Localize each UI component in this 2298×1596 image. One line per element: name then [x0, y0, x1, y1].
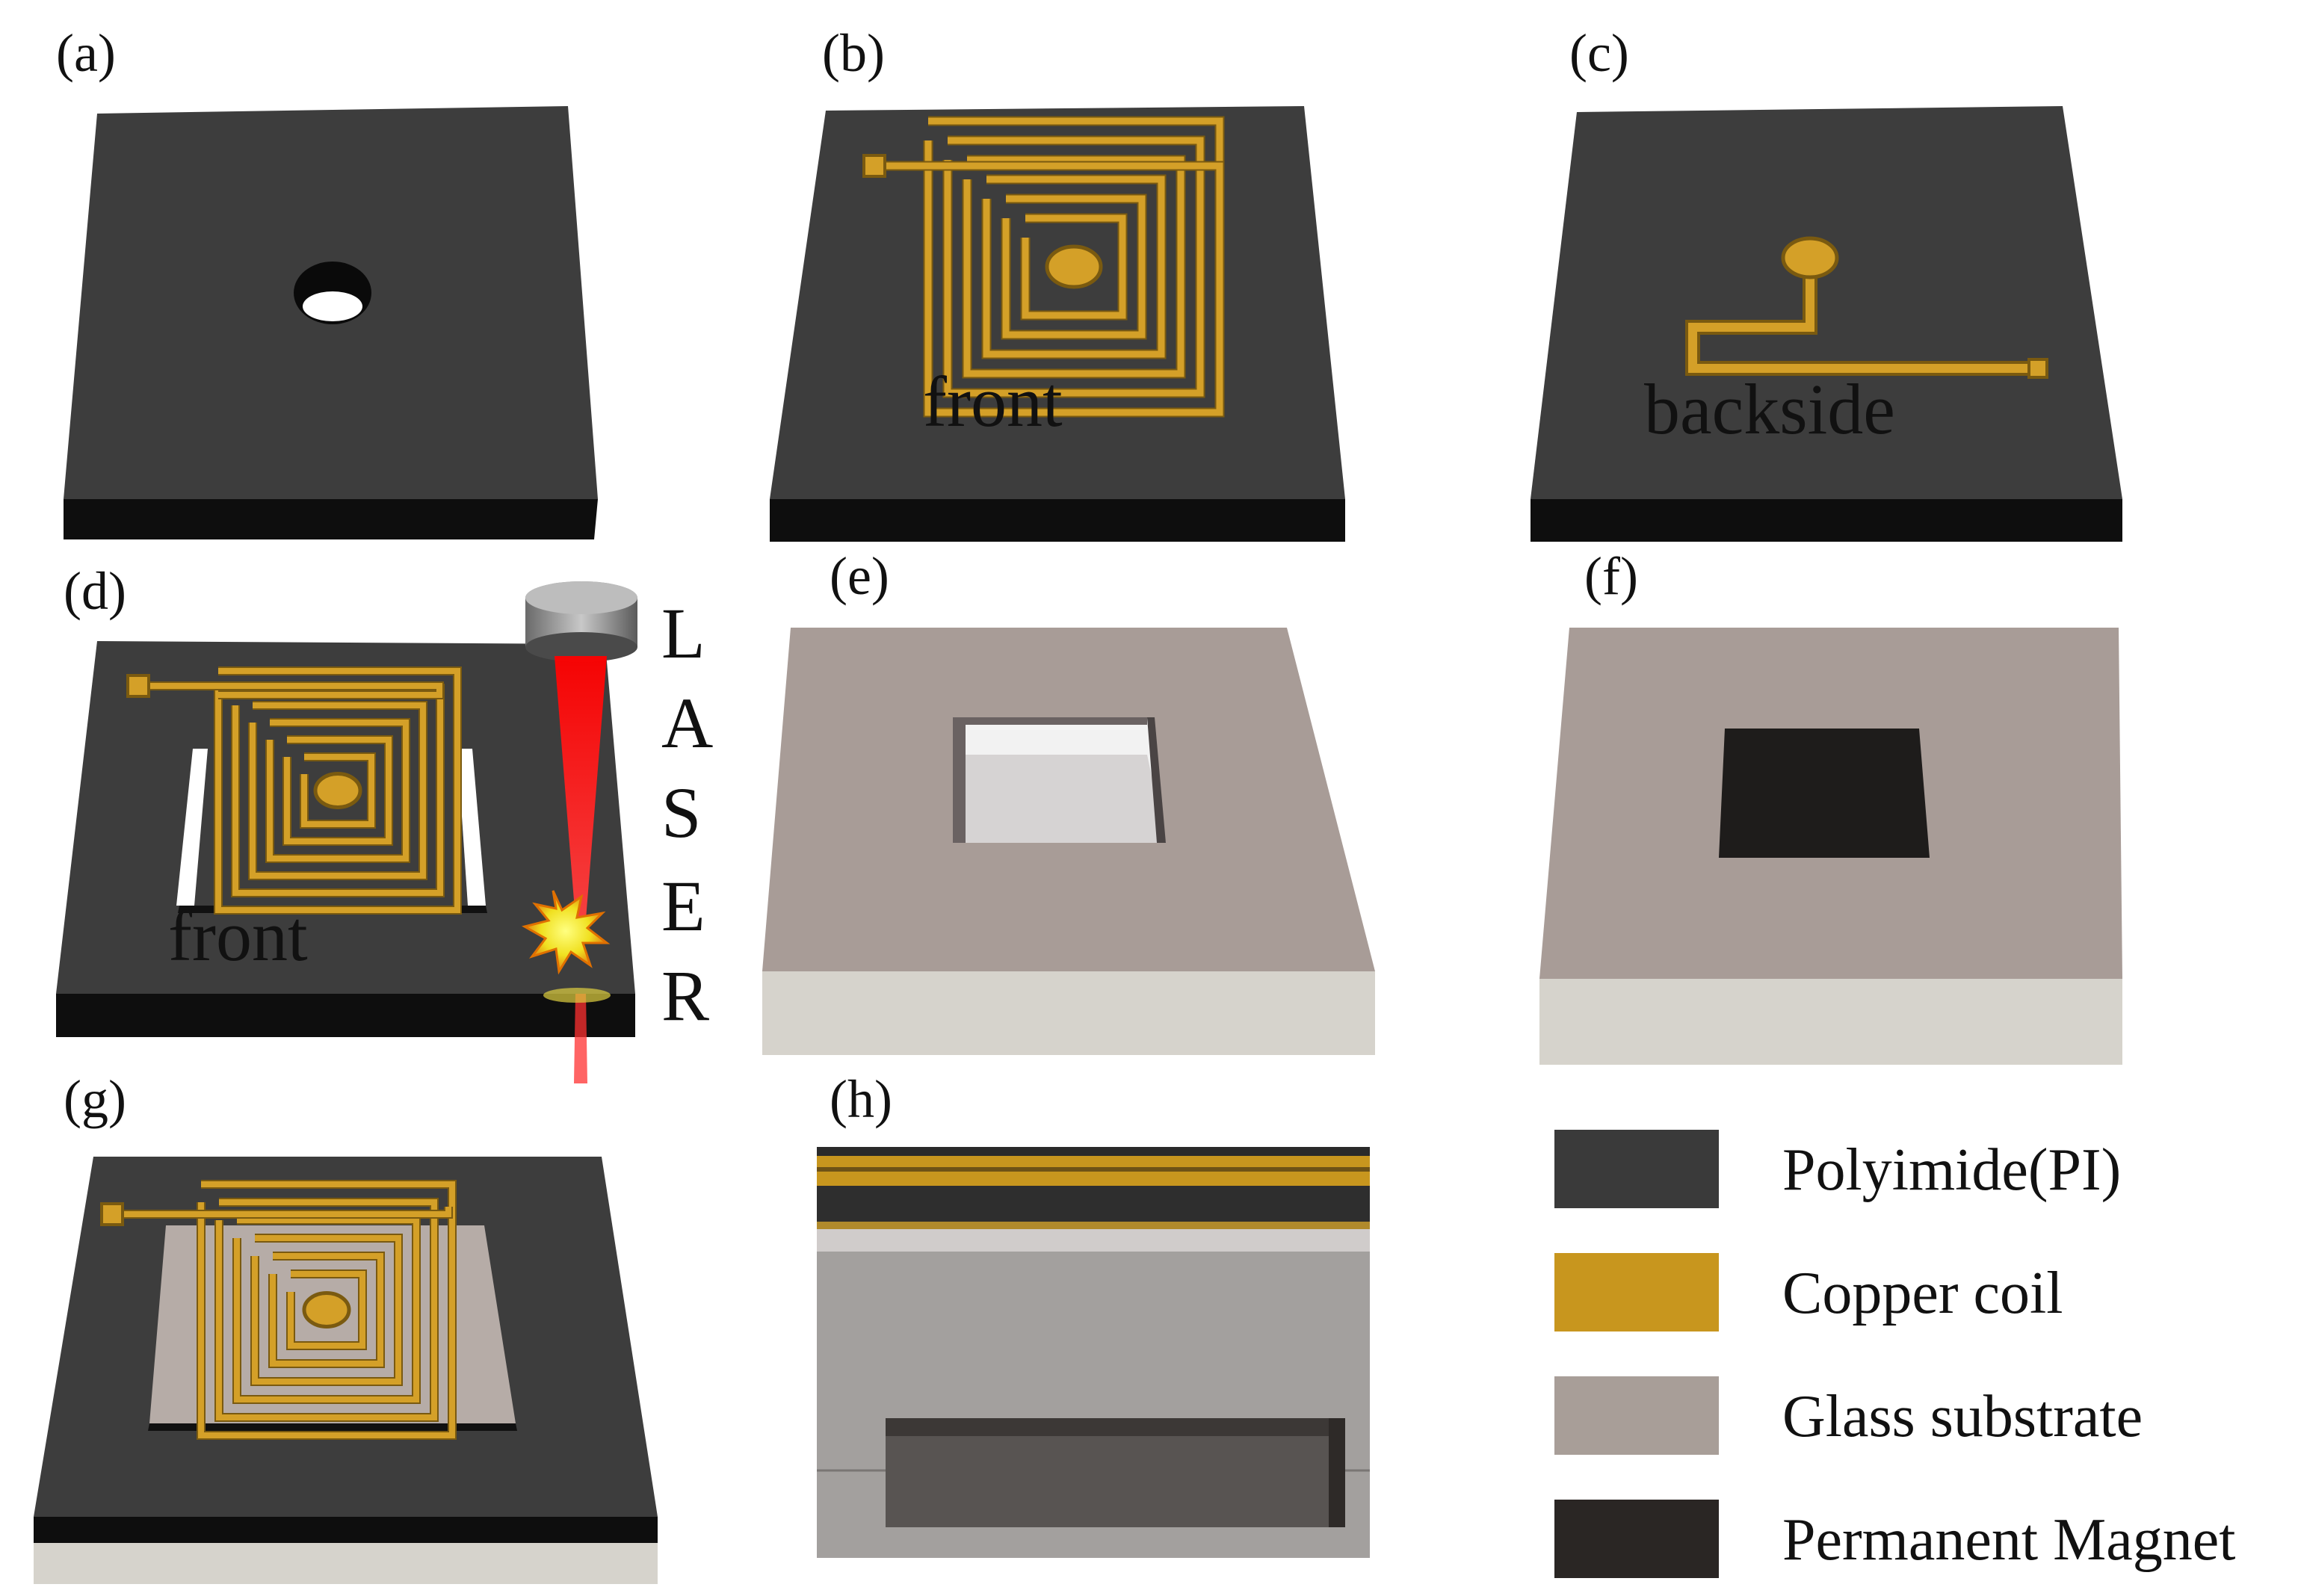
cross-section-copper-bottom [817, 1222, 1370, 1229]
coil-center-pad [313, 772, 362, 809]
coil-center-pad [1045, 244, 1103, 289]
laser-letter-a: A [661, 683, 713, 763]
laser-letter-e: E [661, 866, 705, 946]
side-label-front: front [168, 896, 308, 976]
pi-substrate-top [1531, 106, 2122, 499]
coil-turn [288, 1271, 365, 1349]
via-hole-light [303, 291, 362, 321]
coil-terminal-pad [100, 1202, 124, 1226]
side-label-front: front [923, 362, 1063, 442]
legend-swatch [1554, 1500, 1719, 1578]
backside-trace [1685, 236, 2048, 379]
panel-h-label: (h) [830, 1069, 892, 1129]
coil-turn [198, 1181, 455, 1438]
legend-label: Polyimide(PI) [1782, 1137, 2121, 1203]
panel-e: (e) [762, 546, 1375, 1055]
panel-b-label: (b) [822, 23, 885, 83]
pi-substrate-side [64, 499, 598, 539]
coil-turn [267, 720, 409, 862]
backside-terminal [2027, 358, 2048, 379]
coil-turn [1022, 214, 1126, 319]
cut-slot-left [176, 749, 208, 906]
cross-section-glass-top-band [817, 1229, 1370, 1252]
panel-d-label: (d) [64, 561, 126, 621]
coil-turn [270, 1253, 383, 1367]
side-label-backside: backside [1644, 369, 1895, 449]
coil-lead [874, 162, 1223, 179]
pi-substrate-side [770, 499, 1345, 542]
panel-c: (c) backside [1531, 23, 2122, 542]
coil-turn [944, 137, 1204, 397]
panel-a: (a) [56, 23, 598, 539]
laser-letter-r: R [661, 956, 709, 1036]
coil-lead [112, 1207, 451, 1217]
cross-section-copper-line [817, 1167, 1370, 1172]
panel-h: (h) [817, 1069, 1370, 1558]
copper-coil [126, 666, 462, 915]
laser-beam-lower [574, 994, 587, 1083]
glass-cavity [953, 717, 1166, 843]
pi-substrate-side [34, 1517, 658, 1543]
coil-terminal-pad [862, 154, 886, 178]
coil-turn [963, 156, 1184, 377]
coil-turn [252, 1235, 401, 1385]
coil-center-pad [302, 1291, 351, 1329]
panel-c-label: (c) [1569, 23, 1629, 83]
legend-label: Permanent Magnet [1782, 1507, 2235, 1573]
panel-d: (d) L A S E R front [56, 561, 713, 1083]
panel-g: (g) [34, 1069, 658, 1584]
backside-pad [1781, 236, 1839, 279]
legend-swatch [1554, 1376, 1719, 1455]
pi-substrate-side [56, 994, 635, 1037]
panel-f-label: (f) [1584, 546, 1638, 606]
laser-letter-l: L [661, 593, 705, 673]
copper-coil [862, 116, 1225, 418]
coil-turn [250, 702, 426, 879]
coil-turn [284, 737, 392, 844]
legend-swatch [1554, 1253, 1719, 1331]
legend-label: Glass substrate [1782, 1384, 2143, 1450]
coil-turn [924, 117, 1223, 416]
laser-head [525, 581, 637, 662]
coil-terminal-pad [126, 674, 150, 698]
glass-substrate-side [34, 1543, 658, 1584]
panel-a-label: (a) [56, 23, 116, 83]
cut-slot-right [457, 749, 486, 906]
coil-turn [216, 1199, 437, 1420]
coil-turn [301, 754, 374, 827]
laser-glow [543, 988, 611, 1003]
cross-section-magnet [886, 1418, 1345, 1527]
coil-turn [215, 668, 460, 913]
glass-window-shadow [148, 1423, 517, 1431]
pi-substrate-side [1531, 499, 2122, 542]
laser-beam [555, 656, 607, 919]
magnet-inset [1719, 729, 1930, 858]
laser-letter-s: S [661, 773, 701, 853]
cross-section-top-edge [817, 1147, 1370, 1156]
panel-f: (f) [1539, 546, 2122, 1065]
laser-spark [522, 890, 611, 975]
glass-substrate-side [1539, 979, 2122, 1065]
coil-turn [234, 1217, 419, 1402]
legend-swatch [1554, 1130, 1719, 1208]
legend-label: Copper coil [1782, 1261, 2063, 1326]
copper-coil [100, 1180, 457, 1440]
panel-g-label: (g) [64, 1069, 126, 1129]
coil-lead [138, 683, 442, 698]
coil-turn [1002, 195, 1146, 338]
glass-substrate-side [762, 971, 1375, 1055]
coil-turn [983, 176, 1165, 358]
panel-e-label: (e) [830, 546, 889, 606]
cross-section-pi [817, 1186, 1370, 1222]
panel-b: (b) front [770, 23, 1345, 542]
